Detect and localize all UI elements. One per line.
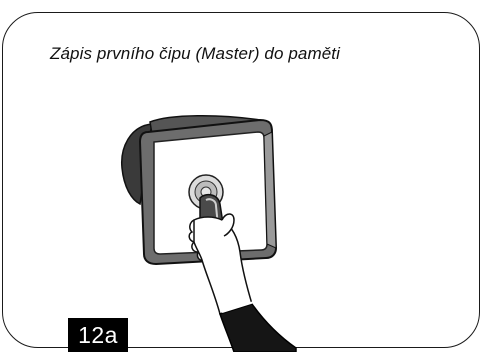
instruction-caption: Zápis prvního čipu (Master) do paměti bbox=[50, 44, 340, 63]
step-number-badge: 12a bbox=[68, 318, 128, 352]
reader-with-hand-illustration bbox=[121, 114, 297, 352]
proximity-reader-icon bbox=[121, 114, 278, 266]
hand-holding-tag-icon bbox=[188, 213, 297, 352]
